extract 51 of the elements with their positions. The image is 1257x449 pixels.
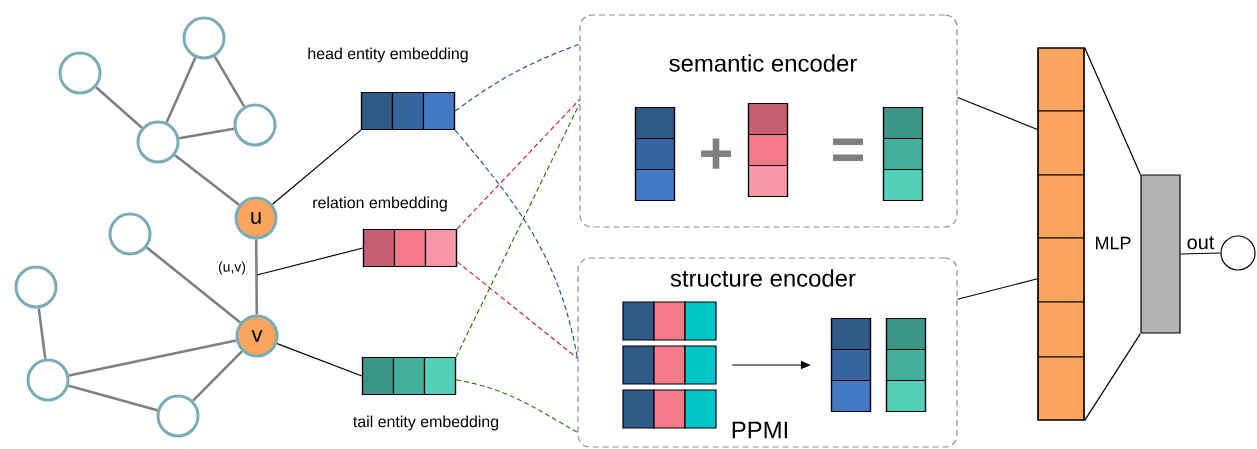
graph-node [58,51,102,95]
connector-line [271,129,362,205]
connector-line [145,246,242,324]
connector-line [95,86,143,129]
connector-line [68,384,158,412]
layer-bar [1037,47,1085,421]
connector-line [192,350,243,402]
plus-sign: + [701,138,732,169]
entity-node: u [234,196,278,240]
vector-bar [882,106,924,202]
connector-line [455,379,578,433]
embedding-label: head entity embedding [308,47,468,63]
connector-line [957,96,1038,131]
equals-sign: = [833,138,863,162]
connector-line [276,343,363,377]
graph-node [233,103,277,147]
graph-node [108,212,152,256]
connector-line [1180,252,1221,255]
entity-node: v [235,314,279,358]
connector-line [1084,46,1141,175]
hidden-layer-box [1140,174,1181,334]
output-node [1220,235,1256,271]
connector-line [213,55,246,108]
pair-label: (u,v) [218,261,246,275]
embedding-label: tail entity embedding [353,415,499,431]
connector-line [254,239,259,315]
graph-node [156,394,200,438]
connector-line [68,339,237,377]
embedding-label: relation embedding [313,196,447,212]
vector-bar [747,102,789,198]
edge-label: out [1185,235,1216,251]
connector-line [456,99,580,230]
graph-node [136,120,180,164]
connector-line [256,247,364,276]
vector-bar [885,317,927,413]
connector-line [454,43,580,112]
vector-bar [634,106,676,202]
connector-line [456,261,578,359]
layer-label: MLP [1096,236,1131,250]
graph-node [182,16,226,60]
connector-line [178,127,235,140]
connector-line [957,278,1038,300]
connector-line [165,57,197,123]
matrix-drawing [622,301,717,429]
vector-bar [830,317,872,413]
graph-node [14,265,58,309]
matrix-label: PPMI [732,421,788,439]
connector-line [37,308,47,359]
connector-line [174,154,240,206]
connector-line [1084,333,1141,422]
graph-node [26,358,70,402]
